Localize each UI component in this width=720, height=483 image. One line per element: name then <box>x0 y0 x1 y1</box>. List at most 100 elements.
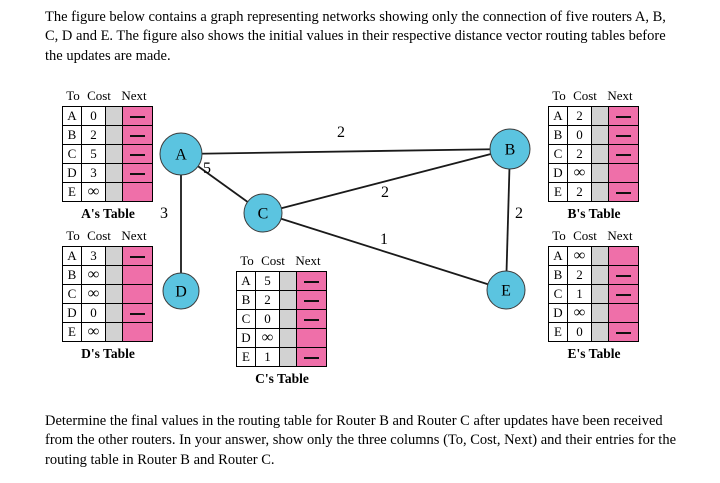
cell-to: D <box>62 303 82 323</box>
header-next: Next <box>295 253 321 268</box>
link-A-B <box>180 148 511 155</box>
cell-to: E <box>548 322 568 342</box>
no-next-hop-dash <box>304 300 319 303</box>
no-next-hop-dash <box>130 116 145 119</box>
cell-next <box>296 347 327 367</box>
cell-to: B <box>548 125 568 145</box>
cell-cost: 5 <box>255 271 280 291</box>
cell-next <box>608 144 639 164</box>
link-cost-A-B: 2 <box>337 124 345 141</box>
router-label-E: E <box>501 283 511 300</box>
cell-cost: ∞ <box>567 246 592 266</box>
no-next-hop-dash <box>304 319 319 322</box>
table-row: E∞ <box>62 182 153 202</box>
header-next: Next <box>121 228 147 243</box>
cell-next <box>608 106 639 126</box>
cell-spacer <box>591 106 609 126</box>
cell-spacer <box>591 144 609 164</box>
link-B-E <box>505 148 511 291</box>
cell-cost: 0 <box>255 309 280 329</box>
cell-to: A <box>236 271 256 291</box>
table-row: A∞ <box>548 246 639 266</box>
cell-cost: 2 <box>81 125 106 145</box>
cell-spacer <box>591 182 609 202</box>
cell-to: D <box>62 163 82 183</box>
cell-cost: 3 <box>81 246 106 266</box>
cell-to: C <box>548 144 568 164</box>
cell-spacer <box>105 125 123 145</box>
cell-spacer <box>591 322 609 342</box>
cell-to: C <box>548 284 568 304</box>
table-row: D∞ <box>236 328 327 348</box>
no-next-hop-dash <box>616 154 631 157</box>
cell-to: A <box>62 106 82 126</box>
no-next-hop-dash <box>130 135 145 138</box>
cell-spacer <box>105 246 123 266</box>
cell-next <box>122 284 153 304</box>
header-cost: Cost <box>87 88 111 103</box>
cell-cost: 2 <box>255 290 280 310</box>
cell-to: E <box>62 182 82 202</box>
cell-cost: 0 <box>567 125 592 145</box>
cell-spacer <box>591 284 609 304</box>
cell-spacer <box>591 265 609 285</box>
cell-next <box>122 125 153 145</box>
header-cost: Cost <box>261 253 285 268</box>
header-to: To <box>552 228 566 243</box>
table-caption: A's Table <box>81 206 135 221</box>
cell-to: D <box>236 328 256 348</box>
cell-to: A <box>548 246 568 266</box>
router-label-A: A <box>175 147 187 164</box>
cell-cost: 2 <box>567 182 592 202</box>
header-to: To <box>66 228 80 243</box>
table-caption: D's Table <box>81 346 135 361</box>
cell-spacer <box>279 271 297 291</box>
cell-next <box>296 271 327 291</box>
cell-spacer <box>105 265 123 285</box>
cell-next <box>608 284 639 304</box>
cell-cost: 2 <box>567 144 592 164</box>
cell-next <box>608 265 639 285</box>
cell-to: E <box>548 182 568 202</box>
cell-next <box>608 322 639 342</box>
router-label-D: D <box>175 284 187 301</box>
cell-to: E <box>236 347 256 367</box>
cell-next <box>122 265 153 285</box>
cell-cost: ∞ <box>567 303 592 323</box>
header-next: Next <box>607 228 633 243</box>
cell-spacer <box>105 284 123 304</box>
cell-to: C <box>62 284 82 304</box>
table-caption: C's Table <box>255 371 309 386</box>
cell-cost: 0 <box>81 303 106 323</box>
cell-spacer <box>591 246 609 266</box>
cell-spacer <box>279 347 297 367</box>
cell-spacer <box>591 303 609 323</box>
cell-spacer <box>105 144 123 164</box>
cell-next <box>122 144 153 164</box>
intro-paragraph: The figure below contains a graph repres… <box>45 9 666 64</box>
table-row: C∞ <box>62 284 153 304</box>
router-node-B <box>489 128 531 170</box>
cell-cost: 3 <box>81 163 106 183</box>
link-cost-A-C: 5 <box>203 160 211 177</box>
router-node-A <box>159 132 203 176</box>
